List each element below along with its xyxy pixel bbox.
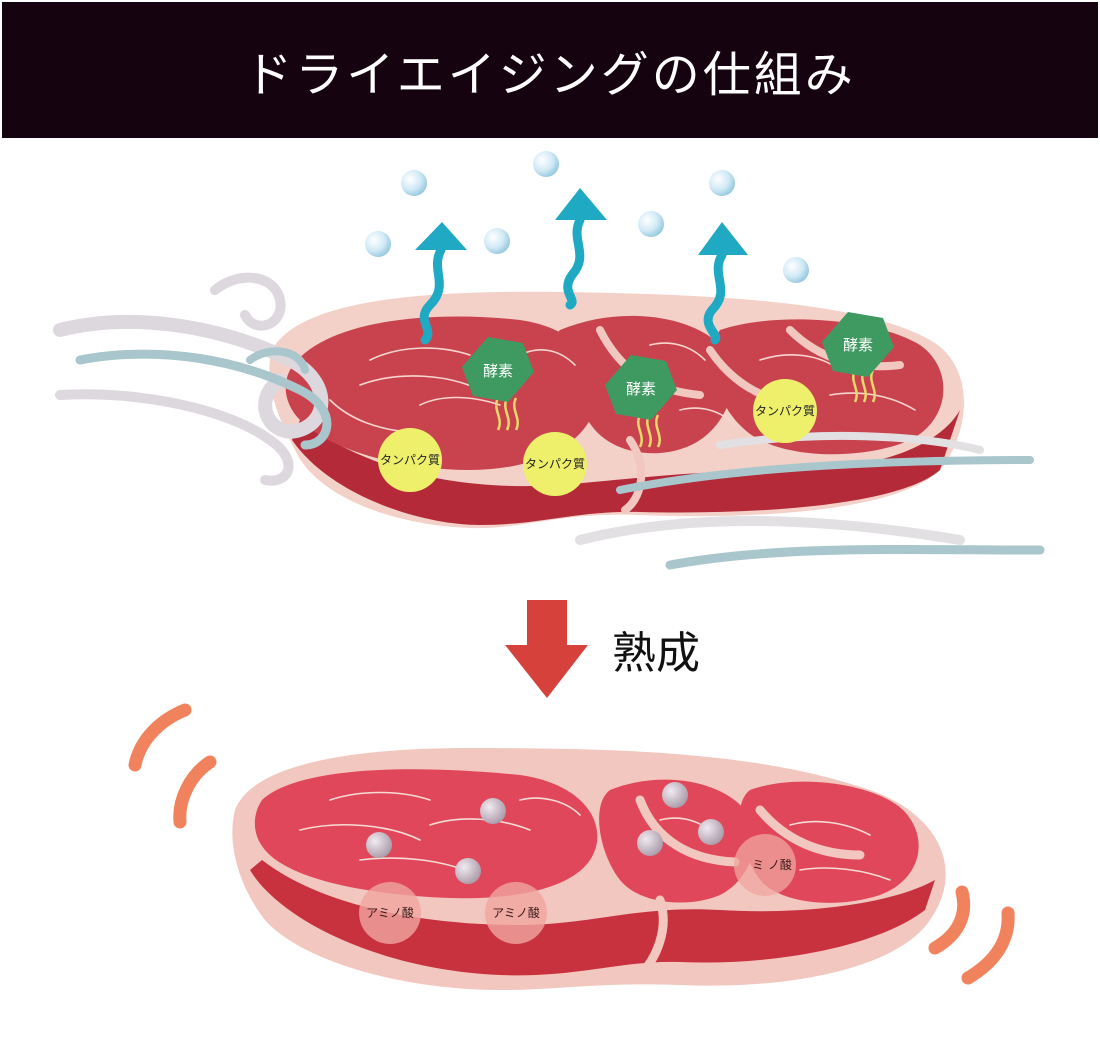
enzyme-marker-1: 酵素 [462, 337, 534, 431]
amino-bubble [637, 830, 663, 856]
amino-acid-markers: アミノ酸 アミノ酸 ミ ノ酸 [359, 782, 796, 944]
protein-label: タンパク質 [380, 452, 440, 467]
aged-meat [232, 748, 946, 990]
protein-markers: タンパク質 タンパク質 タンパク質 [378, 379, 817, 496]
protein-label: タンパク質 [525, 456, 585, 471]
droplet [638, 211, 664, 237]
protein-marker-2: タンパク質 [523, 432, 587, 496]
maturation-label: 熟成 [612, 628, 700, 679]
protein-marker-3: タンパク質 [753, 379, 817, 443]
enzyme-label: 酵素 [483, 362, 513, 380]
heat-lines [128, 703, 1015, 985]
page-title: ドライエイジングの仕組み [244, 47, 856, 103]
amino-bubble [480, 798, 506, 824]
amino-bubble [455, 858, 481, 884]
moisture-arrows [415, 188, 748, 345]
title-banner: ドライエイジングの仕組み [2, 2, 1098, 138]
enzyme-label: 酵素 [626, 380, 656, 398]
moisture-arrow-2 [555, 188, 607, 310]
enzyme-marker-3: 酵素 [822, 312, 894, 403]
amino-acid-marker-2: アミノ酸 [485, 882, 547, 944]
moisture-arrow-1 [415, 222, 467, 345]
droplet [365, 231, 391, 257]
protein-label: タンパク質 [755, 403, 815, 418]
droplet [533, 151, 559, 177]
droplet [484, 228, 510, 254]
amino-bubble [662, 782, 688, 808]
amino-acid-marker-1: アミノ酸 [359, 882, 421, 944]
down-arrow-icon [505, 600, 588, 698]
meat-side [292, 410, 960, 525]
amino-acid-label-partial: ミ ノ酸 [752, 857, 792, 872]
moisture-arrow-3 [698, 222, 748, 345]
amino-acid-label: アミノ酸 [492, 905, 540, 920]
meat-side [250, 860, 935, 976]
amino-bubble [698, 819, 724, 845]
airflow-swirls [53, 272, 1045, 570]
amino-acid-marker-3: ミ ノ酸 [734, 834, 796, 896]
meat-muscle-left [254, 769, 598, 899]
water-droplets [365, 151, 809, 283]
amino-acid-label: アミノ酸 [366, 905, 414, 920]
droplet [401, 170, 427, 196]
droplet [783, 257, 809, 283]
maturation-step: 熟成 [505, 600, 700, 698]
amino-bubble [366, 832, 392, 858]
droplet [709, 170, 735, 196]
enzyme-markers: 酵素 酵素 酵素 [462, 312, 894, 448]
enzyme-label: 酵素 [843, 336, 873, 354]
protein-marker-1: タンパク質 [378, 428, 442, 492]
enzyme-marker-2: 酵素 [605, 355, 677, 448]
